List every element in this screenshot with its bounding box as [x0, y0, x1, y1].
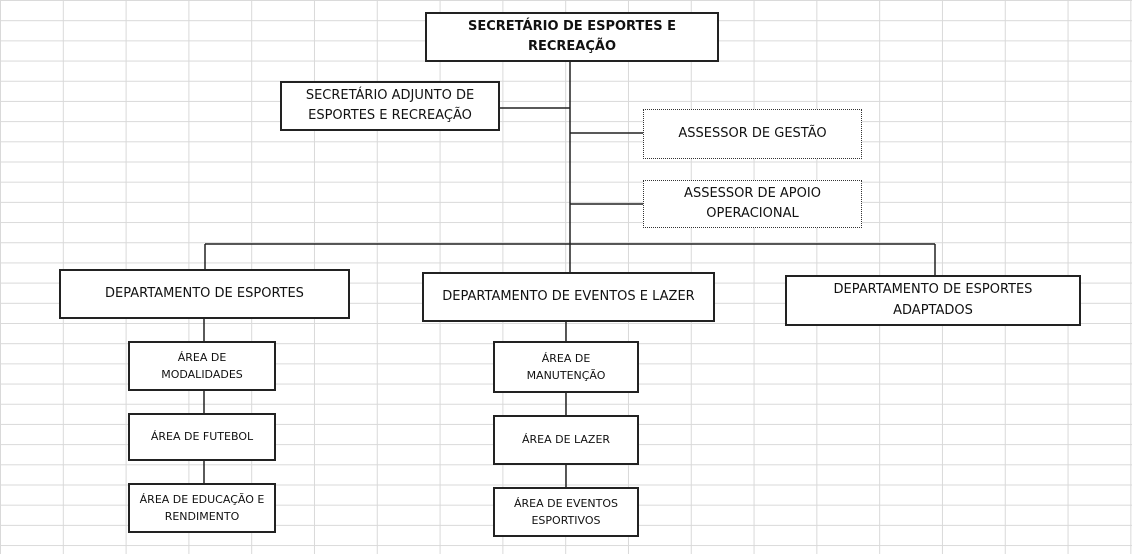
area-educacao-box: ÁREA DE EDUCAÇÃO E RENDIMENTO [128, 483, 276, 533]
dept-adaptados-box: DEPARTAMENTO DE ESPORTES ADAPTADOS [785, 275, 1081, 326]
area-educacao-label: ÁREA DE EDUCAÇÃO E RENDIMENTO [139, 492, 265, 523]
assessor-gestao-box: ASSESSOR DE GESTÃO [643, 109, 862, 159]
secretario-box: SECRETÁRIO DE ESPORTES E RECREAÇÃO [425, 12, 719, 62]
dept-esportes-box: DEPARTAMENTO DE ESPORTES [59, 269, 350, 319]
area-modalidades-label: ÁREA DE MODALIDADES [161, 350, 243, 381]
adjunto-label: SECRETÁRIO ADJUNTO DE ESPORTES E RECREAÇ… [305, 87, 475, 123]
secretario-label: SECRETÁRIO DE ESPORTES E RECREAÇÃO [468, 18, 676, 54]
area-manutencao-box: ÁREA DE MANUTENÇÃO [493, 341, 639, 393]
area-futebol-box: ÁREA DE FUTEBOL [128, 413, 276, 461]
dept-eventos-box: DEPARTAMENTO DE EVENTOS E LAZER [422, 272, 715, 322]
area-lazer-label: ÁREA DE LAZER [521, 433, 611, 447]
dept-adaptados-label: DEPARTAMENTO DE ESPORTES ADAPTADOS [833, 282, 1033, 318]
assessor-gestao-label: ASSESSOR DE GESTÃO [678, 125, 827, 141]
area-manutencao-label: ÁREA DE MANUTENÇÃO [526, 351, 606, 382]
area-eventos-esportivos-label: ÁREA DE EVENTOS ESPORTIVOS [513, 496, 619, 527]
area-futebol-label: ÁREA DE FUTEBOL [150, 430, 254, 444]
assessor-apoio-box: ASSESSOR DE APOIO OPERACIONAL [643, 180, 862, 228]
adjunto-box: SECRETÁRIO ADJUNTO DE ESPORTES E RECREAÇ… [280, 81, 500, 131]
assessor-apoio-label: ASSESSOR DE APOIO OPERACIONAL [684, 185, 821, 221]
dept-eventos-label: DEPARTAMENTO DE EVENTOS E LAZER [442, 288, 695, 304]
area-eventos-esportivos-box: ÁREA DE EVENTOS ESPORTIVOS [493, 487, 639, 537]
dept-esportes-label: DEPARTAMENTO DE ESPORTES [105, 285, 304, 301]
area-modalidades-box: ÁREA DE MODALIDADES [128, 341, 276, 391]
area-lazer-box: ÁREA DE LAZER [493, 415, 639, 465]
